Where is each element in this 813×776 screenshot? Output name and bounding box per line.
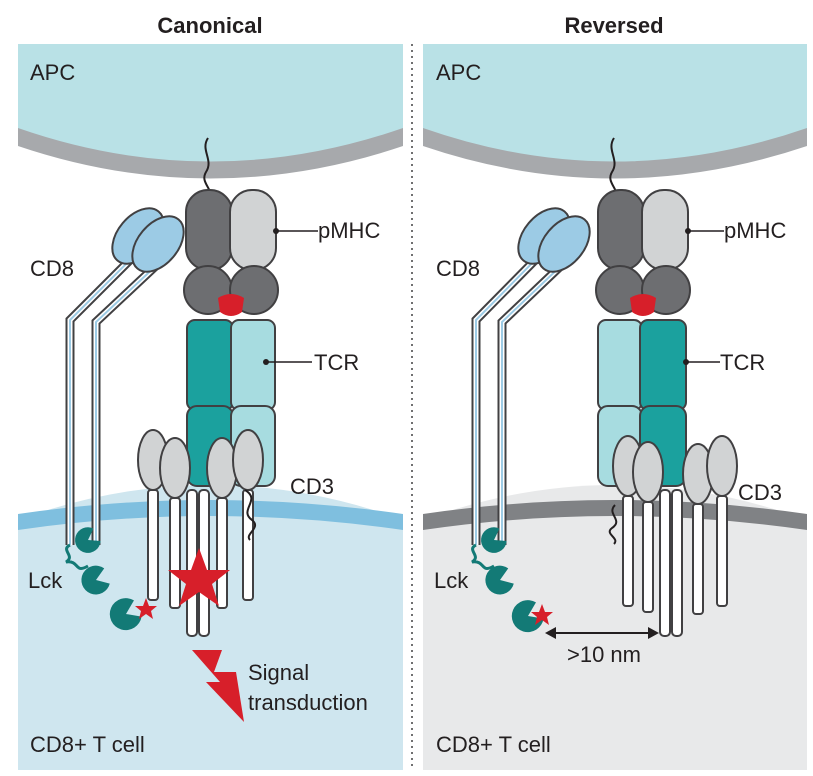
reversed-apc-label: APC [436,60,481,85]
tcr-beta-upper [230,319,276,411]
lck-phospho-star-icon [135,598,157,619]
canonical-title: Canonical [157,13,262,38]
mhc-tether-reversed [609,137,618,197]
reversed-cd8-label: CD8 [436,256,480,281]
t-cell-reversed [423,485,807,770]
apc-membrane-reversed [423,128,807,183]
reversed-panel [423,44,807,770]
signal-lightning-icon [192,650,244,722]
cd8-head-beta [131,215,185,273]
canonical-tcr-label: TCR [314,350,359,375]
arrowhead-left-icon [545,627,556,639]
mhc-alpha-dark-reversed [597,189,645,271]
t-cell-membrane-reversed [423,500,807,530]
lck-linker-reversed [471,543,495,570]
tcr-tail-reversed [608,504,618,545]
t-cell [18,485,403,770]
canonical-lck-label: Lck [28,568,63,593]
lck-phospho-star-reversed-icon [531,604,553,625]
distance-label: >10 nm [567,642,641,667]
tcr-alpha-upper [186,319,234,411]
signal-label-line1: Signal [248,660,309,685]
reversed-cd3-label: CD3 [738,480,782,505]
canonical-cell-label: CD8+ T cell [30,732,145,757]
reversed-pmhc-label: pMHC [724,218,786,243]
canonical-apc-label: APC [30,60,75,85]
lck-linker [65,543,89,570]
t-cell-membrane [18,500,403,530]
canonical-cd8-label: CD8 [30,256,74,281]
reversed-title: Reversed [564,13,663,38]
cd3-zeta-right-reversed [671,489,683,637]
tcr-alpha-upper-reversed [639,319,687,411]
canonical-pmhc-label: pMHC [318,218,380,243]
peptide [218,294,244,316]
mhc-alpha-light [229,189,277,271]
tcr-beta-upper-reversed [597,319,643,411]
reversed-lck-label: Lck [434,568,469,593]
signal-label-line2: transduction [248,690,368,715]
apc-membrane [18,128,403,183]
mhc-alpha-dark [185,189,233,271]
canonical-cd3-label: CD3 [290,474,334,499]
peptide-reversed [630,294,656,316]
mhc-alpha-light-reversed [641,189,689,271]
tcr-tail [244,489,257,541]
arrowhead-right-icon [648,627,659,639]
canonical-panel [18,44,403,770]
reversed-tcr-label: TCR [720,350,765,375]
cd3-zeta-left-reversed [659,489,671,637]
cd8-head-beta-reversed [537,215,591,273]
phosphorylation-star-icon [168,548,230,606]
reversed-cell-label: CD8+ T cell [436,732,551,757]
